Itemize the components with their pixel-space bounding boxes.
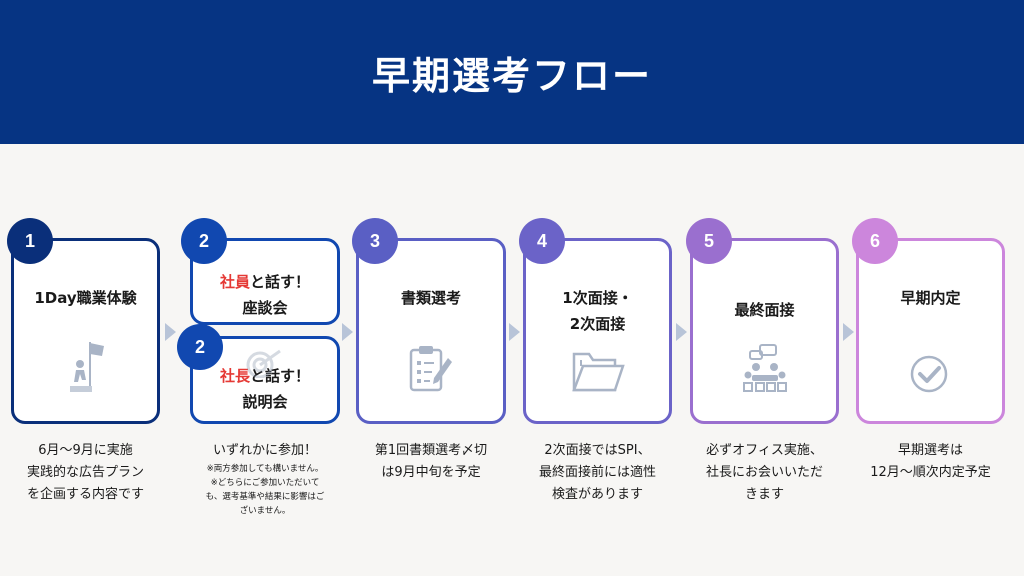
- desc-line: 実践的な広告プラン: [26, 465, 144, 480]
- folder-icon: [572, 352, 625, 392]
- step-3-description: 第1回書類選考〆切 は9月中旬を予定: [356, 440, 506, 484]
- clipboard-icon: [409, 346, 452, 392]
- desc-line: 社長にお会いいただ: [705, 465, 823, 480]
- desc-line: 2次面接ではSPI、: [544, 443, 651, 458]
- note-line: ※両方参加しても構いません。: [206, 464, 324, 474]
- title-text: 1次面接・: [562, 289, 633, 307]
- step-5-card: 最終面接: [690, 238, 839, 424]
- check-circle-icon: [910, 355, 948, 393]
- title-text: と話す！: [250, 273, 311, 291]
- step-2a-title: 社員と話す！ 座談会: [220, 269, 310, 321]
- title-text: 説明会: [242, 393, 288, 411]
- note-line: ※どちらにご参加いただいて: [210, 478, 320, 488]
- title-text: 2次面接: [569, 315, 626, 333]
- step-5-title: 最終面接: [734, 301, 795, 319]
- step-6-badge: 6: [852, 218, 898, 264]
- desc-line: 第1回書類選考〆切: [374, 443, 488, 458]
- step-6-card: 早期内定: [856, 238, 1005, 424]
- step-5-description: 必ずオフィス実施、 社長にお会いいただ きます: [686, 440, 843, 506]
- step-2-description: いずれかに参加！: [182, 440, 348, 462]
- desc-line: 検査があります: [551, 487, 643, 502]
- step-5-badge: 5: [686, 218, 732, 264]
- note-line: ざいません。: [239, 506, 291, 516]
- meeting-icon: [743, 344, 787, 392]
- step-3-card: 書類選考: [356, 238, 506, 424]
- header-banner: 早期選考フロー: [0, 0, 1024, 144]
- step-2b-badge: 2: [177, 324, 223, 370]
- desc-line: きます: [744, 487, 784, 502]
- desc-line: 6月〜9月に実施: [38, 443, 133, 458]
- step-6-title: 早期内定: [900, 289, 961, 307]
- title-text: と話す！: [250, 367, 311, 385]
- step-2-card-setsumeikai: 社長と話す！ 説明会: [190, 336, 340, 424]
- target-icon: [246, 349, 281, 378]
- flow-arrow-3: [509, 323, 520, 341]
- step-4-card: 1次面接・ 2次面接: [523, 238, 672, 424]
- desc-line: 最終面接前には適性: [538, 465, 656, 480]
- flow-arrow-4: [676, 323, 687, 341]
- title-text: 座談会: [242, 299, 288, 317]
- desc-line: 必ずオフィス実施、: [706, 443, 823, 458]
- step-1-title: 1Day職業体験: [34, 289, 137, 307]
- desc-line: 早期選考は: [897, 443, 963, 458]
- desc-line: を企画する内容です: [26, 487, 144, 502]
- flag-climb-icon: [70, 342, 104, 392]
- page-title: 早期選考フロー: [371, 53, 652, 98]
- step-4-badge: 4: [519, 218, 565, 264]
- step-2-notes: ※両方参加しても構いません。 ※どちらにご参加いただいて も、選考基準や結果に影…: [182, 462, 348, 518]
- step-4-description: 2次面接ではSPI、 最終面接前には適性 検査があります: [519, 440, 676, 506]
- step-1-description: 6月〜9月に実施 実践的な広告プラン を企画する内容です: [11, 440, 160, 506]
- desc-line: いずれかに参加！: [212, 443, 317, 458]
- flow-arrow-1: [165, 323, 176, 341]
- desc-line: 12月〜順次内定予定: [870, 465, 991, 480]
- flow-arrow-2: [342, 323, 353, 341]
- step-2b-title: 社長と話す！ 説明会: [220, 363, 310, 415]
- step-4-title: 1次面接・ 2次面接: [562, 285, 632, 337]
- step-2a-badge: 2: [181, 218, 227, 264]
- step-3-title: 書類選考: [400, 289, 461, 307]
- flow-arrow-5: [843, 323, 854, 341]
- note-line: も、選考基準や結果に影響はご: [205, 492, 325, 502]
- step-1-card: 1Day職業体験: [11, 238, 160, 424]
- highlight-text: 社員: [219, 273, 250, 291]
- step-6-description: 早期選考は 12月〜順次内定予定: [852, 440, 1009, 484]
- step-3-badge: 3: [352, 218, 398, 264]
- highlight-text: 社長: [219, 367, 250, 385]
- desc-line: は9月中旬を予定: [381, 465, 481, 480]
- step-1-badge: 1: [7, 218, 53, 264]
